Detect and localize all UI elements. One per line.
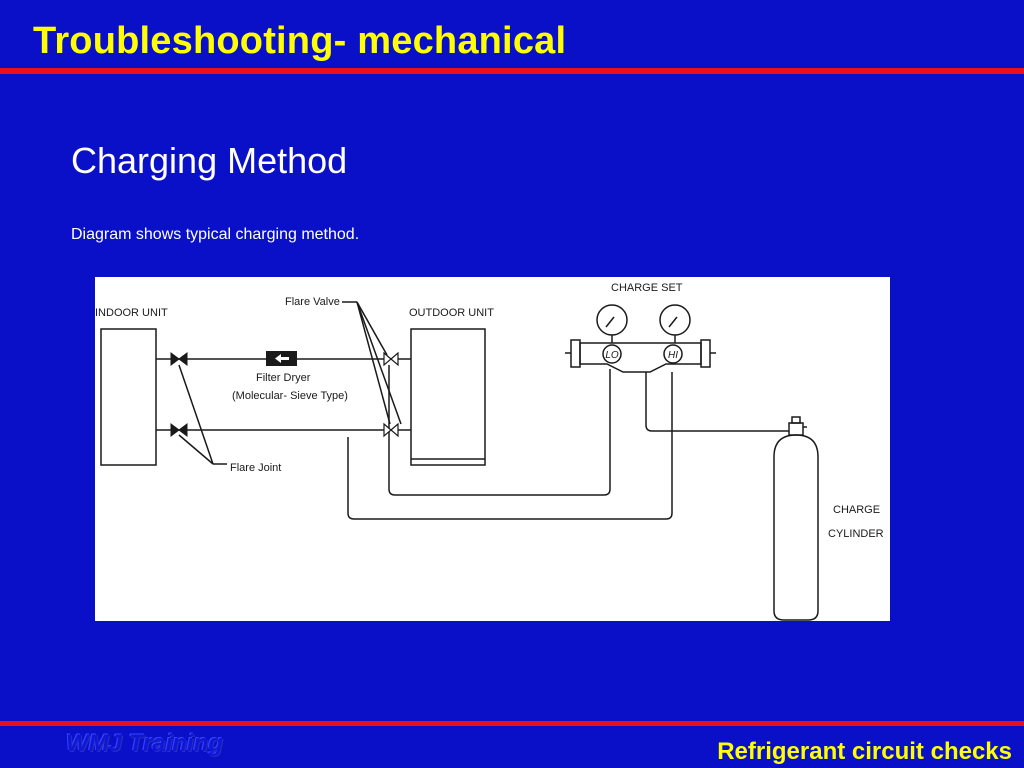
- diagram-caption: Diagram shows typical charging method.: [71, 226, 360, 243]
- charging-diagram: INDOOR UNIT OUTDOOR UNIT Flare Valve Fil…: [95, 277, 890, 621]
- indoor-unit-box: [100, 328, 157, 466]
- filter-dryer-type-label: (Molecular- Sieve Type): [232, 390, 348, 402]
- section-heading: Charging Method: [71, 140, 348, 181]
- outdoor-unit-box: [410, 328, 486, 466]
- slide-title: Troubleshooting- mechanical: [33, 20, 567, 62]
- footer-divider: [0, 721, 1024, 726]
- charging-diagram-svg: INDOOR UNIT OUTDOOR UNIT Flare Valve Fil…: [95, 282, 884, 621]
- cylinder-valve: [788, 422, 804, 436]
- high-side-hose: [347, 372, 673, 520]
- manifold-right-cap: [700, 339, 711, 368]
- manifold-left-cap: [570, 339, 581, 368]
- flare-joint-label: Flare Joint: [230, 462, 281, 474]
- outdoor-unit-label: OUTDOOR UNIT: [409, 307, 494, 319]
- footer-watermark: WMJ Training: [66, 730, 223, 757]
- filter-dryer-label: Filter Dryer: [256, 372, 311, 384]
- flare-valve-upper: [383, 351, 399, 367]
- title-divider: [0, 68, 1024, 74]
- cylinder-hose: [645, 372, 785, 432]
- filter-dryer-arrow-icon: [275, 354, 289, 363]
- flare-valve-label: Flare Valve: [285, 296, 340, 308]
- charge-cylinder-label: CHARGE: [833, 504, 880, 516]
- low-side-hose: [388, 365, 611, 496]
- hi-knob: [663, 344, 683, 364]
- hi-label: HI: [668, 350, 678, 361]
- manifold-body: [579, 342, 702, 373]
- charge-cylinder: [773, 434, 819, 621]
- charge-cylinder-label-2: CYLINDER: [828, 528, 884, 540]
- lo-label: LO: [605, 350, 619, 361]
- footer-section-title: Refrigerant circuit checks: [717, 738, 1012, 765]
- lo-knob: [602, 344, 622, 364]
- indoor-unit-label: INDOOR UNIT: [95, 307, 168, 319]
- flare-valve-lower: [383, 422, 399, 438]
- flare-joint-upper: [170, 352, 188, 366]
- flare-joint-lower: [170, 423, 188, 437]
- charge-set-label: CHARGE SET: [611, 282, 683, 294]
